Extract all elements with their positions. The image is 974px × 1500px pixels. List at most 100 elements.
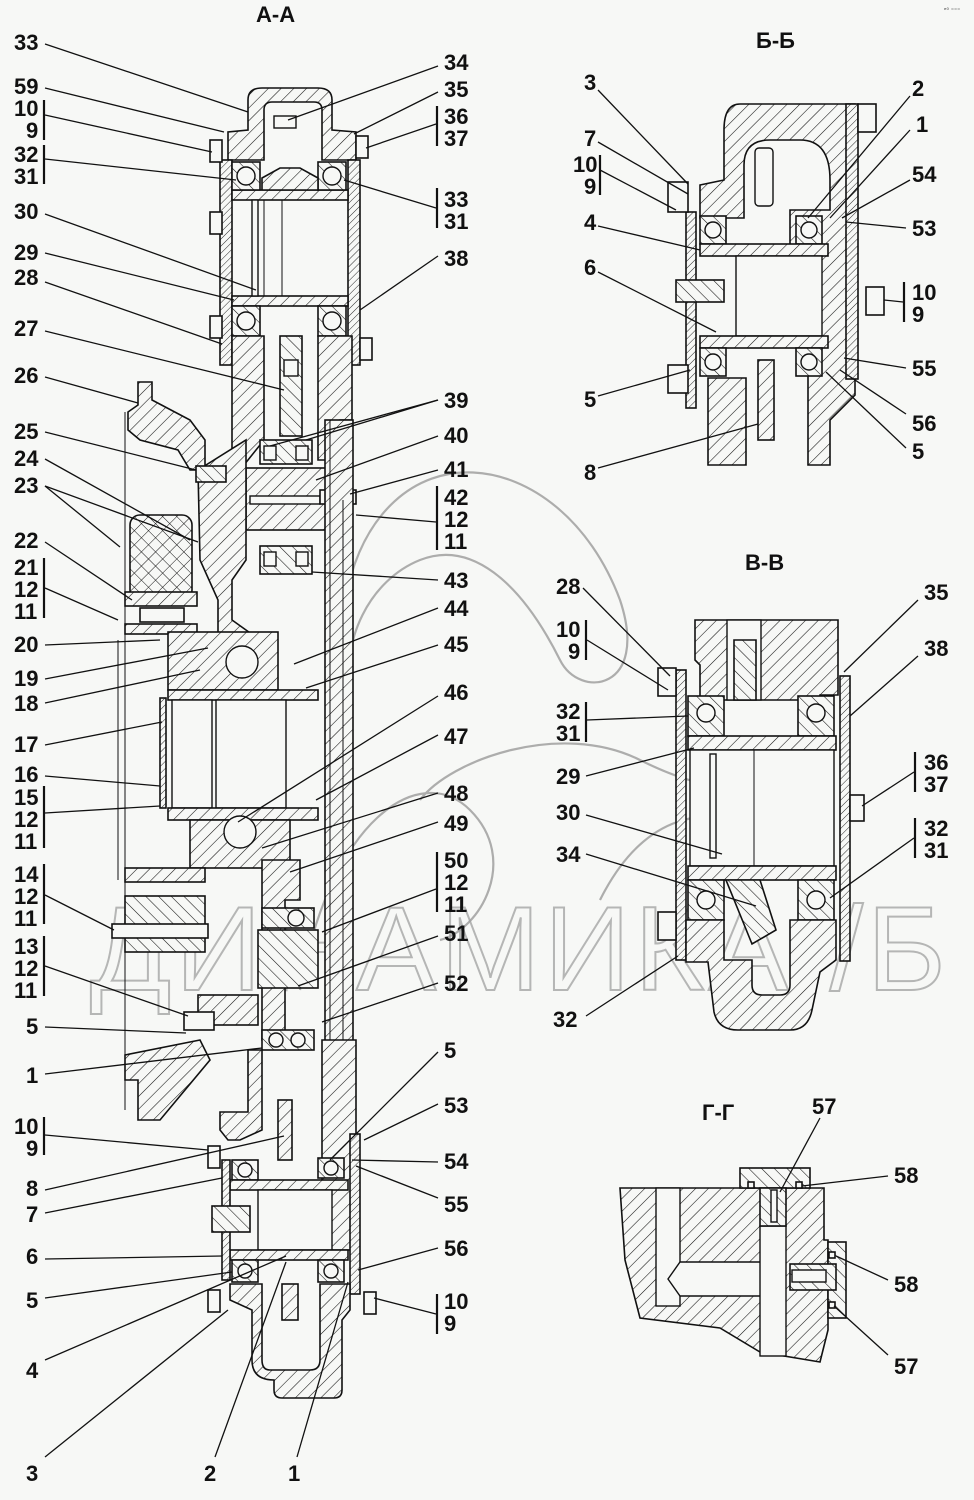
bb-callout-10r: 10 [912, 280, 936, 305]
elastic-element-24 [129, 514, 193, 601]
callout-7: 7 [26, 1202, 38, 1227]
bb-callout-9r: 9 [912, 302, 924, 327]
callout-30: 30 [14, 199, 38, 224]
callout-10: 10 [14, 96, 38, 121]
vv-callout-38: 38 [924, 636, 948, 661]
vv-callout-32b: 32 [553, 1007, 577, 1032]
bb-callout-9: 9 [584, 174, 596, 199]
bearing-pair-43 [259, 545, 313, 575]
bracket-26 [127, 381, 206, 471]
callout-28: 28 [14, 265, 38, 290]
callout-9: 9 [26, 118, 38, 143]
shaft-key [251, 199, 259, 297]
gg-channel [667, 1261, 773, 1297]
bb-bearing-br [795, 347, 823, 377]
bb-lever-8 [757, 359, 775, 441]
callout-45: 45 [444, 632, 468, 657]
callout-14: 14 [14, 862, 39, 887]
gear-bore [249, 495, 321, 505]
cover-plate-53 [349, 1133, 361, 1295]
bearing-ball-44 [225, 645, 259, 679]
bolt [209, 315, 223, 339]
bb-callout-6: 6 [584, 255, 596, 280]
vv-bearing-bl [687, 879, 725, 921]
section-vv: В-В 28 [553, 550, 948, 1032]
callout-11b: 11 [14, 829, 37, 854]
callout-35: 35 [444, 77, 468, 102]
vv-callout-29: 29 [556, 764, 580, 789]
callout-59: 59 [14, 74, 38, 99]
gg-callout-57-bottom: 57 [894, 1354, 918, 1379]
drum-body [215, 699, 287, 809]
bolt [865, 286, 885, 316]
callout-29: 29 [14, 240, 38, 265]
section-bb-title: Б-Б [756, 28, 795, 53]
callout-12: 12 [14, 577, 38, 602]
gg-seal [795, 1181, 803, 1189]
callout-21: 21 [14, 555, 38, 580]
callout-11: 11 [14, 599, 37, 624]
section-gg: Г-Г 57 58 58 57 [619, 1094, 918, 1379]
bottom-cap [229, 1283, 351, 1399]
callout-38: 38 [444, 246, 468, 271]
bb-plate-7 [685, 211, 697, 409]
bearing-lower-left-aa [231, 1159, 259, 1181]
callouts-vv: 28 10 9 32 31 29 30 34 32 35 38 36 37 [553, 574, 948, 1032]
callout-16: 16 [14, 762, 38, 787]
gg-callout-58-bottom: 58 [894, 1272, 918, 1297]
bearing-52 [261, 1029, 315, 1051]
main-housing-upper [231, 335, 265, 471]
plate-14 [124, 867, 206, 883]
bolt [657, 667, 677, 697]
gear-51 [257, 929, 319, 989]
disc-16 [159, 697, 167, 809]
gg-bore-center [759, 1225, 787, 1357]
callouts-aa-right: 34 35 36 37 33 31 38 39 40 41 42 12 11 [237, 50, 469, 1336]
housing-right-wall [347, 159, 361, 366]
vv-callout-9: 9 [568, 639, 580, 664]
bb-callout-1: 1 [916, 112, 928, 137]
lever-2 [281, 1283, 299, 1321]
pin-5 [183, 1011, 215, 1031]
bolt [857, 103, 877, 133]
bracket-foot [124, 1039, 211, 1121]
bolt [207, 1145, 221, 1169]
callout-12r2: 12 [444, 870, 468, 895]
callout-15: 15 [14, 785, 38, 810]
lower-sleeve [231, 295, 349, 307]
callout-49: 49 [444, 811, 468, 836]
bb-callout-3: 3 [584, 70, 596, 95]
section-gg-title: Г-Г [702, 1100, 735, 1125]
vv-key-30 [709, 753, 717, 859]
bb-callout-8: 8 [584, 460, 596, 485]
bolt [355, 135, 369, 159]
vv-callout-10: 10 [556, 617, 580, 642]
callout-25: 25 [14, 419, 38, 444]
callout-36: 36 [444, 104, 468, 129]
vv-callout-28: 28 [556, 574, 580, 599]
vv-callout-31r: 31 [924, 838, 948, 863]
callout-41: 41 [444, 457, 468, 482]
bearing-lower-right [317, 305, 347, 337]
callout-11r2: 11 [444, 892, 467, 917]
bolt [667, 364, 689, 394]
callout-50: 50 [444, 848, 468, 873]
callout-33r: 33 [444, 187, 468, 212]
vv-callout-36: 36 [924, 750, 948, 775]
bb-callout-2: 2 [912, 76, 924, 101]
vv-bearing-br [797, 879, 835, 921]
lever-8 [277, 1099, 293, 1161]
gg-plug-bore [770, 1189, 778, 1223]
bb-callout-55: 55 [912, 356, 936, 381]
bb-bearing-tl [699, 215, 727, 245]
vv-sleeve-top [687, 735, 837, 751]
pin-25 [195, 465, 227, 483]
callout-55: 55 [444, 1192, 468, 1217]
bearing-upper-right [317, 161, 347, 191]
callout-44: 44 [444, 596, 469, 621]
bearing-bottom-left [231, 1259, 259, 1283]
bearing-lower-left [231, 305, 261, 337]
vv-right-plate [839, 675, 851, 962]
bolt [849, 794, 865, 822]
